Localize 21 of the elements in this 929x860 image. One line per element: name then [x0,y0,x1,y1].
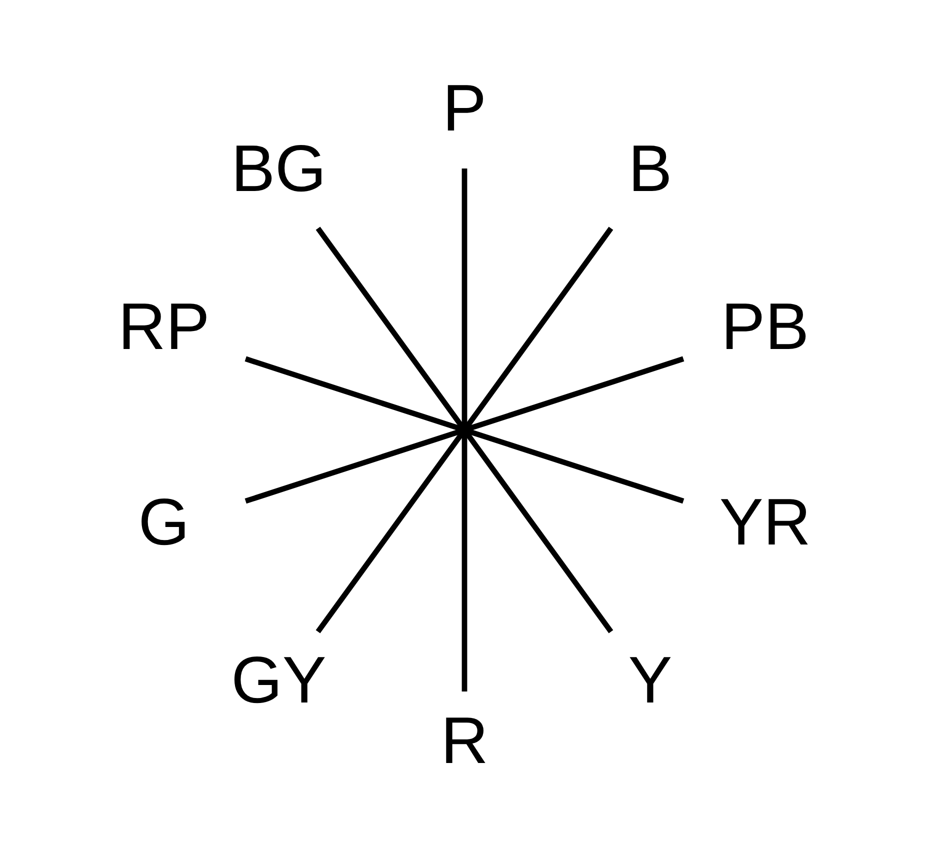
connector [462,168,468,424]
node-text: Y [628,642,672,716]
node-text: RP [118,289,210,364]
node-text: B [628,131,672,206]
connector [316,434,463,634]
connector [466,226,614,426]
connector [462,436,468,692]
connector [244,429,460,504]
connector [470,429,684,504]
node-point [456,422,472,438]
node-text: R [440,702,488,777]
connector [316,226,463,426]
node-text: G [138,484,190,558]
connector [466,434,614,634]
node-text: P [442,70,486,145]
connector [470,356,684,431]
node-text: PB [721,289,810,364]
node-text: GY [231,642,326,716]
connector [244,356,460,431]
node-text: BG [231,131,326,206]
node-text: YR [719,484,811,558]
